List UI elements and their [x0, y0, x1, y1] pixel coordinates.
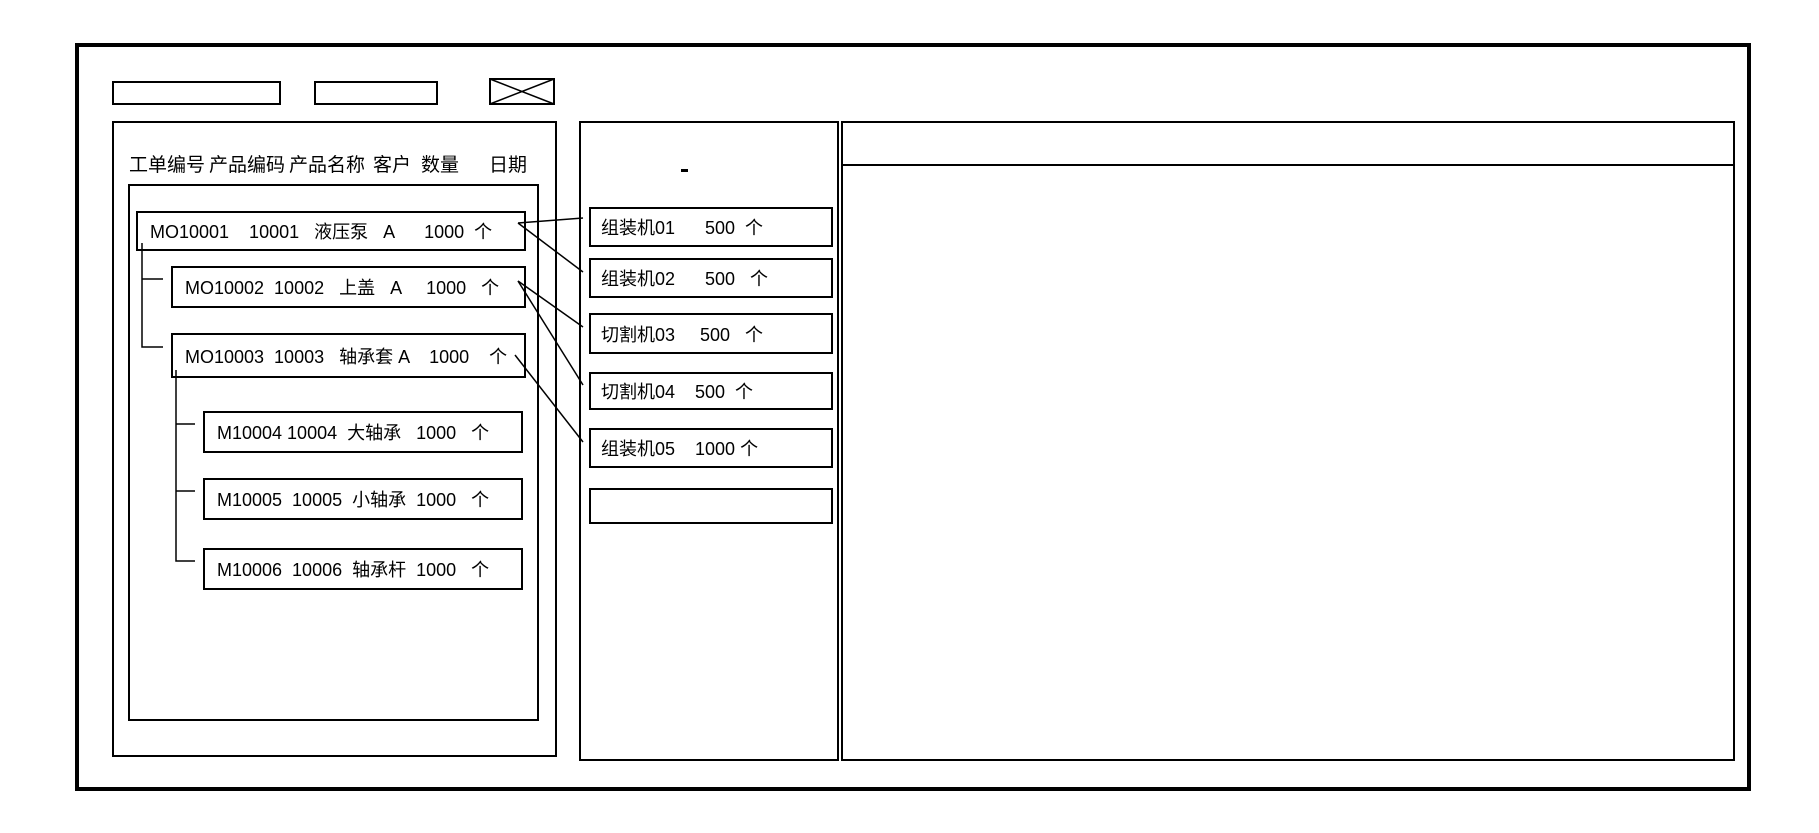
stray-dash-mark	[681, 169, 688, 172]
machine-box-qiegeji03[interactable]: 切割机03 500 个	[589, 313, 833, 354]
work-order-text: M10006 10006 轴承杆 1000 个	[217, 560, 490, 580]
work-order-text: MO10003 10003 轴承套 A 1000 个	[185, 346, 508, 367]
toolbar-field-1[interactable]	[112, 81, 281, 105]
toolbar-field-2[interactable]	[314, 81, 438, 105]
work-order-tree: MO10001 10001 液压泵 A 1000 个 MO10002 10002…	[128, 184, 539, 721]
machine-box-zhuangji02[interactable]: 组装机02 500 个	[589, 258, 833, 298]
machine-box-zhuangji05[interactable]: 组装机05 1000 个	[589, 428, 833, 468]
machine-panel: 组装机01 500 个 组装机02 500 个 切割机03 500 个 切割机0…	[579, 121, 839, 761]
column-header-qty: 数量	[421, 155, 460, 176]
work-order-row-mo10001[interactable]: MO10001 10001 液压泵 A 1000 个	[136, 211, 526, 251]
work-order-row-mo10002[interactable]: MO10002 10002 上盖 A 1000 个	[171, 266, 526, 308]
column-header-order-no: 工单编号	[129, 155, 206, 176]
column-header-date: 日期	[489, 155, 528, 176]
machine-box-qiegeji04[interactable]: 切割机04 500 个	[589, 372, 833, 410]
machine-text: 切割机04 500 个	[601, 382, 754, 402]
work-order-row-m10006[interactable]: M10006 10006 轴承杆 1000 个	[203, 548, 523, 590]
work-order-row-m10005[interactable]: M10005 10005 小轴承 1000 个	[203, 478, 523, 520]
machine-text: 切割机03 500 个	[601, 324, 764, 345]
column-header-product-code: 产品编码	[209, 155, 286, 176]
detail-header-divider	[843, 164, 1733, 166]
column-header-product-name: 产品名称	[289, 155, 366, 176]
machine-box-empty[interactable]	[589, 488, 833, 524]
column-header-customer: 客户	[373, 155, 412, 176]
machine-text: 组装机05 1000 个	[601, 439, 759, 459]
work-order-panel: 工单编号 产品编码 产品名称 客户 数量 日期 MO10001 10001 液压…	[112, 121, 557, 757]
work-order-text: MO10001 10001 液压泵 A 1000 个	[150, 222, 493, 242]
crossed-box-close-button[interactable]	[489, 78, 555, 105]
app-window: 工单编号 产品编码 产品名称 客户 数量 日期 MO10001 10001 液压…	[75, 43, 1751, 791]
machine-text: 组装机02 500 个	[601, 269, 769, 289]
detail-panel	[841, 121, 1735, 761]
machine-text: 组装机01 500 个	[601, 218, 764, 238]
work-order-row-m10004[interactable]: M10004 10004 大轴承 1000 个	[203, 411, 523, 453]
work-order-text: MO10002 10002 上盖 A 1000 个	[185, 278, 500, 298]
machine-box-zhuangji01[interactable]: 组装机01 500 个	[589, 207, 833, 247]
work-order-text: M10004 10004 大轴承 1000 个	[217, 423, 490, 443]
work-order-text: M10005 10005 小轴承 1000 个	[217, 490, 490, 510]
work-order-row-mo10003[interactable]: MO10003 10003 轴承套 A 1000 个	[171, 333, 526, 378]
